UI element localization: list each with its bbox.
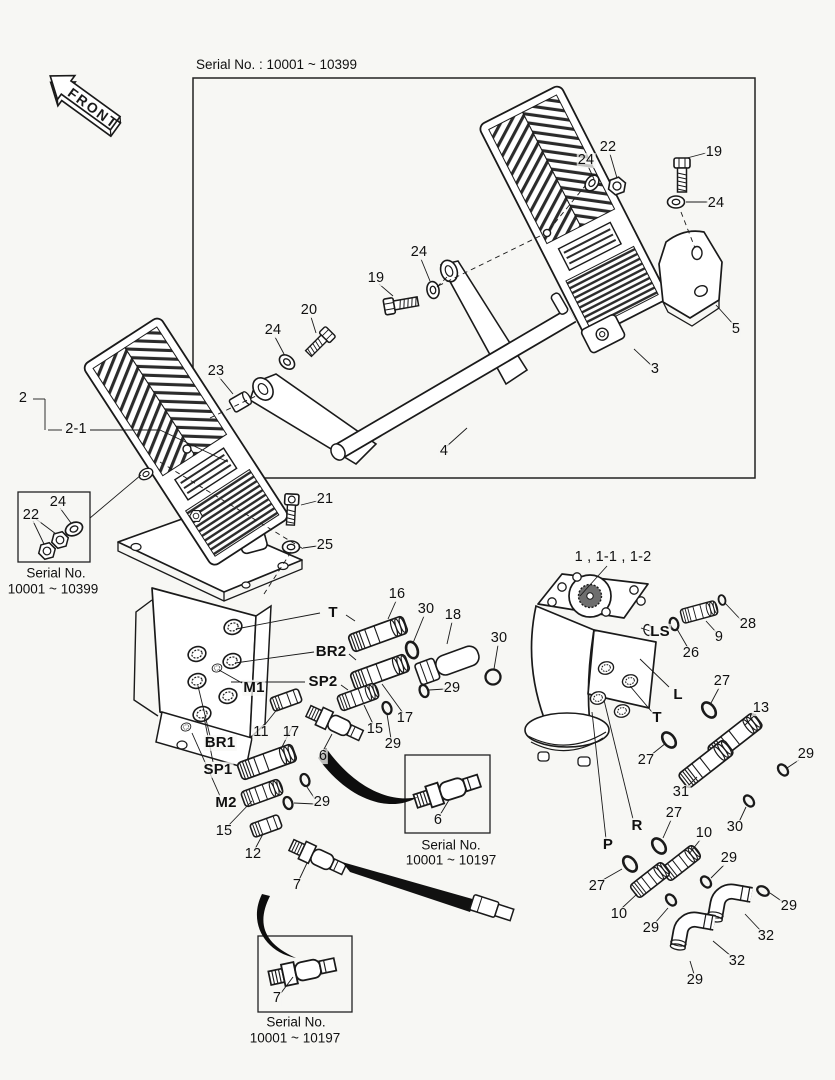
inset7-serial-line1: Serial No. bbox=[266, 1014, 326, 1030]
cable-connector bbox=[469, 894, 515, 922]
bracket-5 bbox=[658, 230, 723, 327]
inset6-serial-line2: 10001 ~ 10197 bbox=[405, 852, 497, 868]
front-arrow: FRONT bbox=[49, 74, 122, 138]
swoosh-arrow-to-inset-6 bbox=[318, 748, 418, 805]
inset-box-sensor-6 bbox=[404, 754, 491, 834]
dashed-axes bbox=[159, 185, 696, 595]
hose-fitting-18 bbox=[414, 645, 480, 686]
inset-box-sensor-7 bbox=[257, 935, 353, 1013]
swoosh-arrow-to-inset-7 bbox=[256, 894, 296, 958]
main-serial-box bbox=[192, 77, 756, 479]
inset1-serial-line2: 10001 ~ 10399 bbox=[7, 581, 99, 597]
bushing-23 bbox=[228, 391, 252, 413]
leader-lines bbox=[32, 152, 800, 994]
inset7-serial-line2: 10001 ~ 10197 bbox=[249, 1030, 341, 1046]
pivot-pin bbox=[550, 292, 569, 315]
sensor-cable bbox=[342, 862, 476, 912]
inset-box-pedal-hardware bbox=[17, 491, 91, 563]
box-hardware bbox=[228, 157, 691, 413]
inset1-serial-line1: Serial No. bbox=[26, 565, 86, 581]
valve-fittings bbox=[235, 614, 515, 922]
hinge-nut bbox=[189, 509, 203, 523]
linkage-4 bbox=[249, 259, 577, 466]
bolt-21-washer-25 bbox=[281, 492, 301, 554]
inset6-serial-line1: Serial No. bbox=[421, 837, 481, 853]
main-box-serial-title: Serial No. : 10001 ~ 10399 bbox=[196, 57, 357, 72]
pedal-3 bbox=[477, 83, 670, 354]
pedal-valve-assembly-2 bbox=[81, 314, 303, 769]
steering-unit-1 bbox=[524, 572, 657, 767]
